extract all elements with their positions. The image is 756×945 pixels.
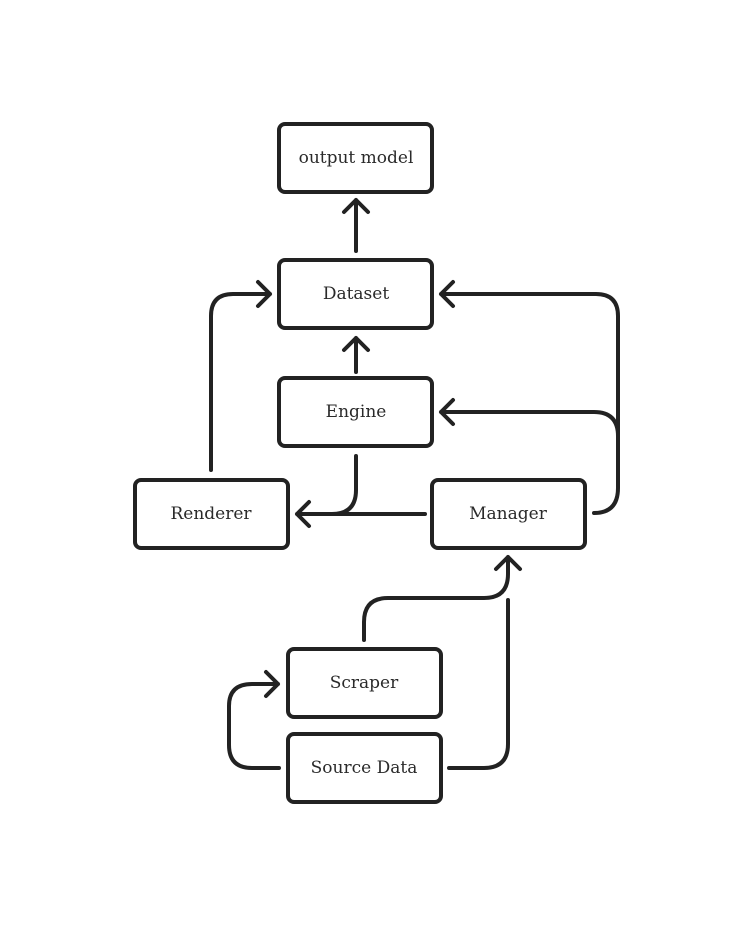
node-renderer-label: Renderer: [170, 504, 252, 524]
node-manager-label: Manager: [469, 504, 548, 524]
edge-manager-to-dataset: [439, 280, 620, 515]
edge-manager-to-engine: [439, 398, 620, 438]
node-scraper-box: [286, 647, 443, 719]
node-source-data: Source Data: [286, 732, 443, 804]
node-source-data-label: Source Data: [311, 758, 418, 778]
node-dataset-label: Dataset: [323, 284, 390, 304]
node-engine: Engine: [277, 376, 434, 448]
edge-source-data-to-scraper: [227, 670, 281, 770]
edge-dataset-to-output-model: [342, 198, 370, 253]
node-output-model-box: [277, 122, 434, 194]
node-engine-label: Engine: [326, 402, 387, 422]
node-output-model-label: output model: [299, 148, 414, 168]
node-manager: Manager: [430, 478, 587, 550]
node-output-model: output model: [277, 122, 434, 194]
node-dataset-box: [277, 258, 434, 330]
node-scraper-label: Scraper: [330, 673, 399, 693]
node-manager-box: [430, 478, 587, 550]
edge-source-data-to-manager: [447, 598, 510, 770]
node-renderer: Renderer: [133, 478, 290, 550]
edge-engine-to-dataset: [342, 336, 370, 374]
node-source-data-box: [286, 732, 443, 804]
node-dataset: Dataset: [277, 258, 434, 330]
node-renderer-box: [133, 478, 290, 550]
edge-renderer-to-dataset: [209, 280, 272, 472]
edges: [209, 198, 620, 770]
edge-scraper-to-manager: [362, 555, 522, 642]
node-scraper: Scraper: [286, 647, 443, 719]
node-engine-box: [277, 376, 434, 448]
